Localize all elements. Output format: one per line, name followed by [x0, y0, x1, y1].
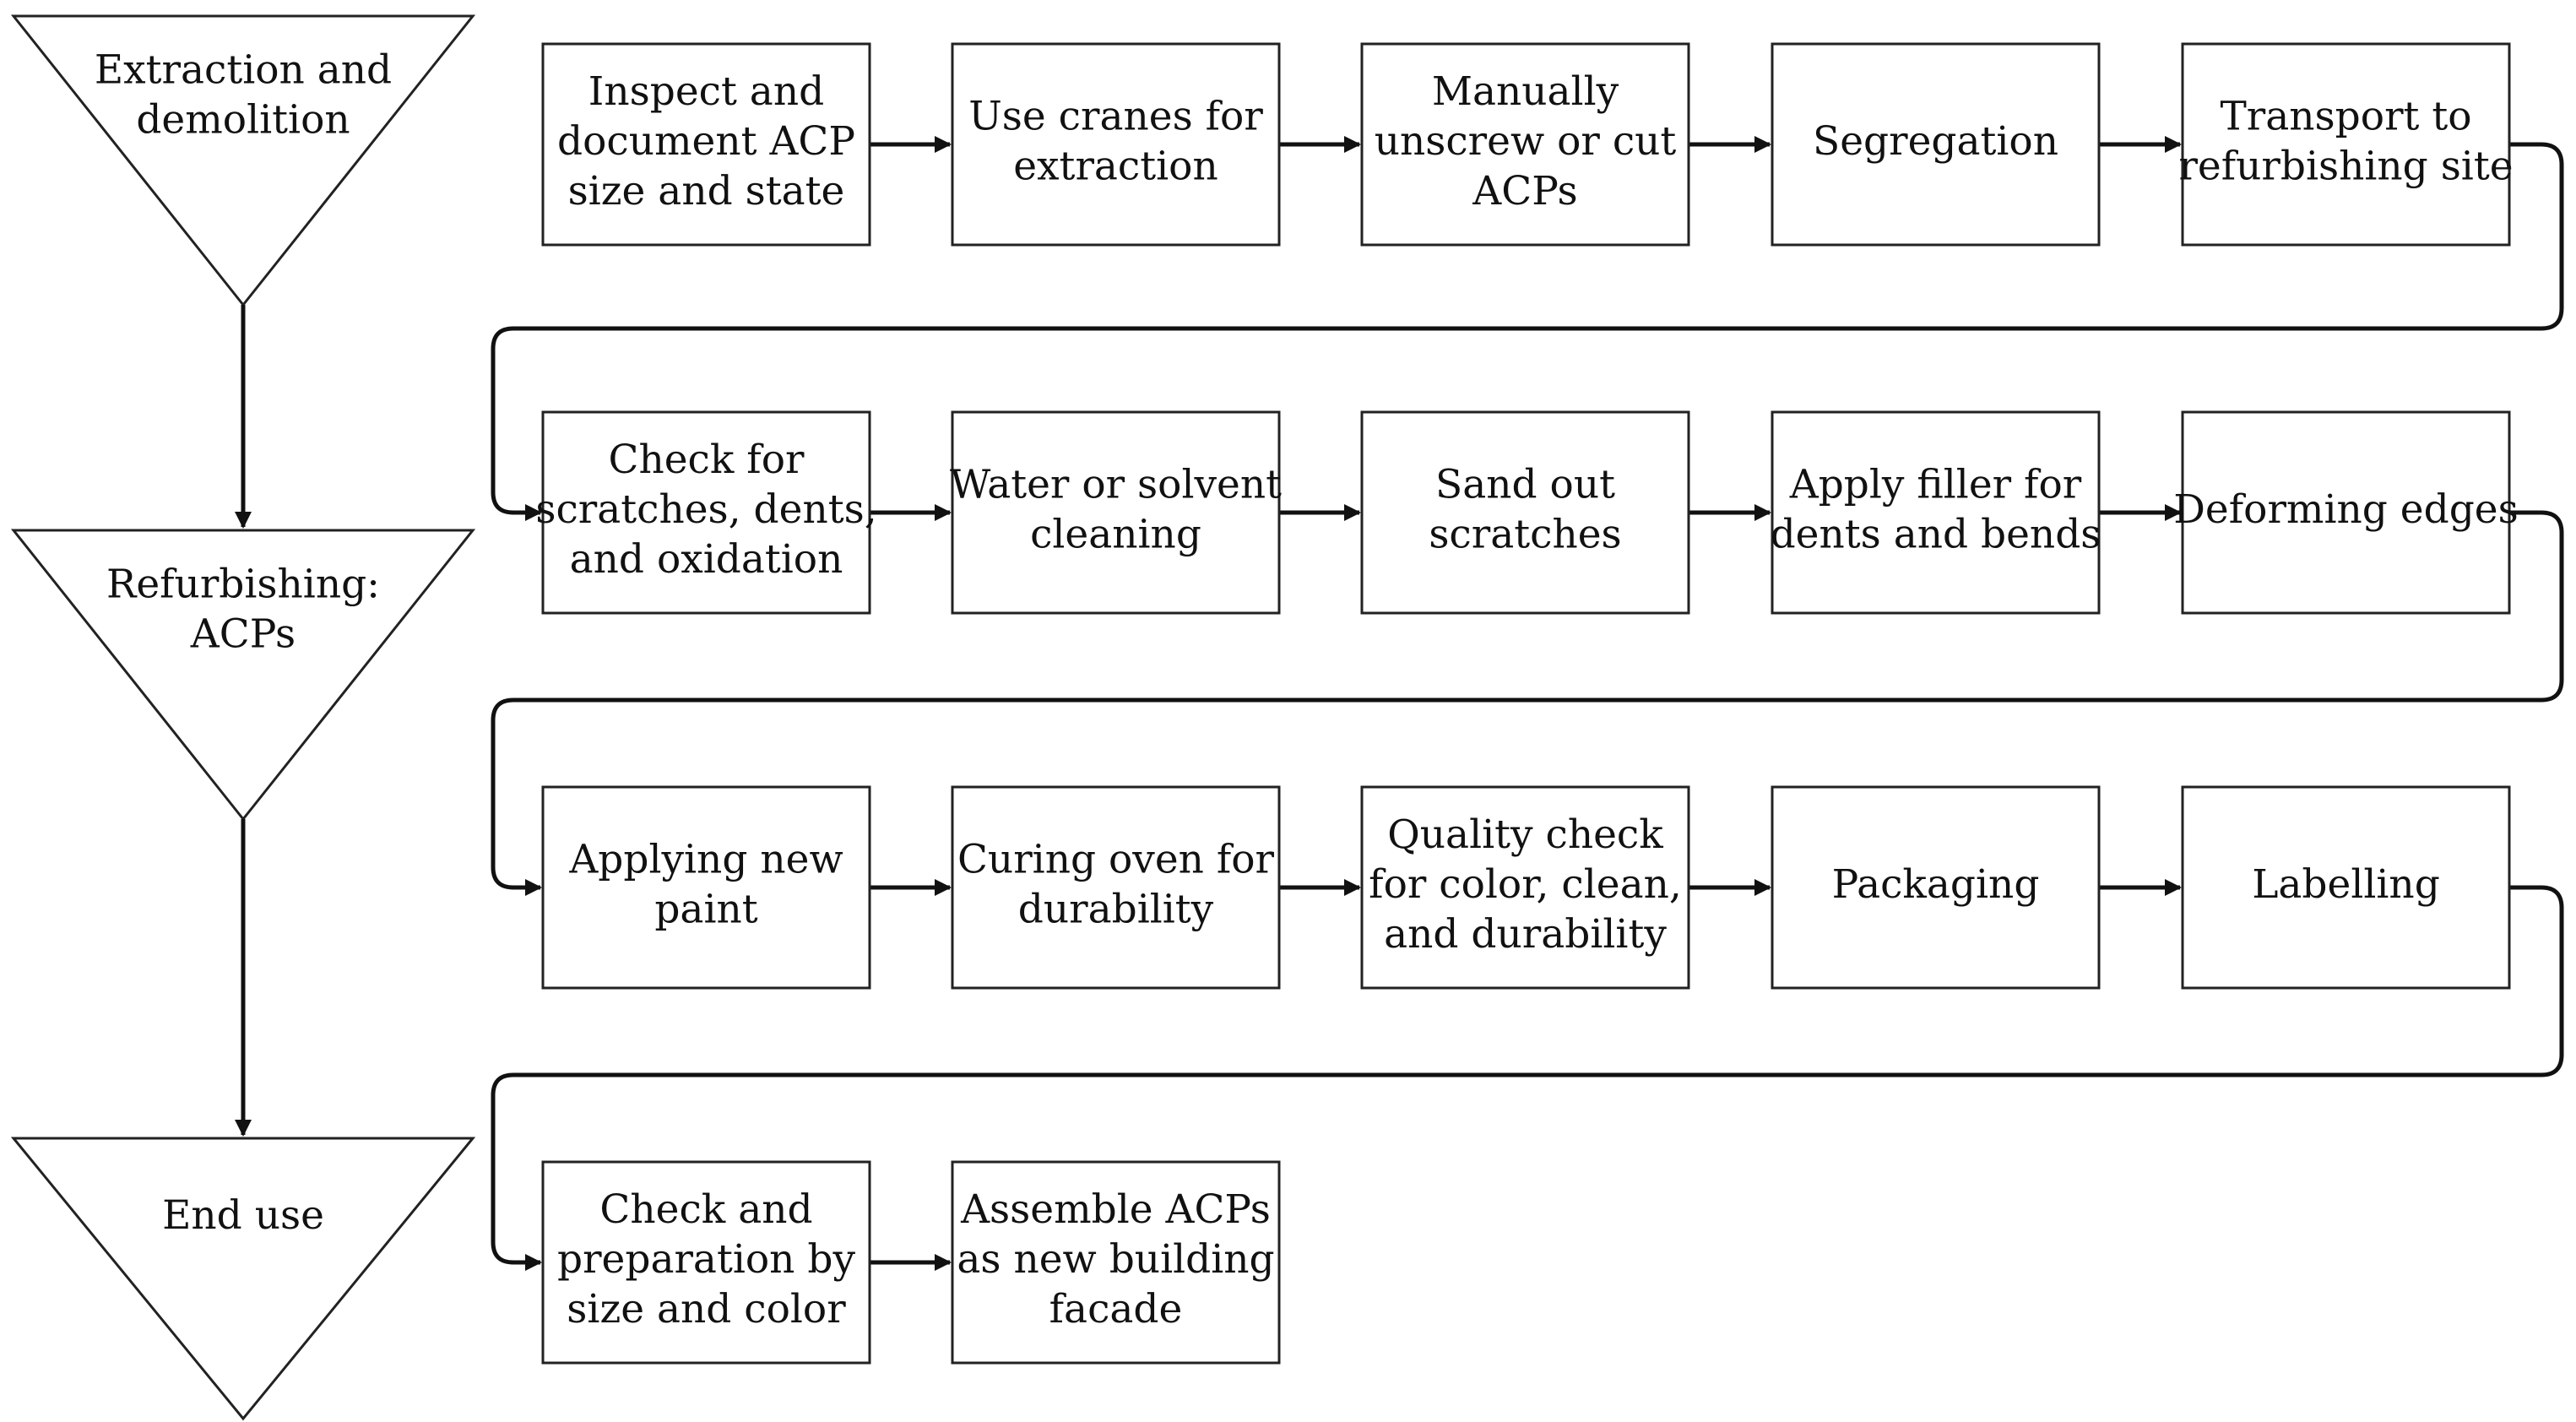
row-wrap-connector	[491, 142, 2564, 521]
step-label-line-2: dents and bends	[1771, 512, 2101, 558]
step-label-line-3: and durability	[1384, 911, 1667, 958]
step-box-frame	[951, 1160, 1281, 1365]
step-box-frame	[1771, 42, 2101, 247]
step-box: Segregation	[1771, 42, 2101, 247]
phase-triangle	[10, 14, 476, 307]
step-label-line-2: as new building	[957, 1236, 1274, 1283]
step-label-line-1: Labelling	[2252, 861, 2440, 908]
step-label-line-1: Applying new	[568, 837, 843, 883]
step-label-line-3: size and color	[567, 1286, 846, 1332]
step-label-line-2: scratches, dents,	[535, 486, 876, 533]
phase-triangle	[10, 1137, 476, 1421]
step-label-line-1: Curing oven for	[957, 837, 1275, 883]
phase-extraction-label-line-2: demolition	[136, 97, 350, 144]
row-wrap-connector	[491, 885, 2564, 1271]
step-label-line-3: facade	[1049, 1286, 1183, 1332]
step-box-frame	[541, 1160, 871, 1365]
phase-extraction-label-line-1: Extraction and	[95, 47, 392, 94]
step-label-line-2: scratches	[1429, 512, 1621, 558]
step-label-line-2: preparation by	[557, 1236, 855, 1283]
step-label-line-2: paint	[654, 887, 757, 933]
step-label-line-2: cleaning	[1030, 512, 1201, 558]
connectors	[491, 136, 2564, 1271]
phase-column: Extraction anddemolitionRefurbishing:ACP…	[10, 14, 476, 1421]
step-label-line-1: Apply filler for	[1789, 462, 2082, 508]
step-box-frame	[2181, 785, 2511, 990]
step-box-frame	[1360, 42, 1690, 247]
step-box: Packaging	[1771, 785, 2101, 990]
step-label-line-2: unscrew or cut	[1375, 118, 1677, 165]
step-box-frame	[1771, 785, 2101, 990]
step-box-frame	[541, 42, 871, 247]
step-box-frame	[951, 785, 1281, 990]
step-label-line-1: Manually	[1432, 68, 1619, 115]
step-label-line-1: Packaging	[1832, 861, 2040, 908]
step-box-frame	[1360, 410, 1690, 615]
step-label-line-1: Inspect and	[588, 68, 824, 115]
step-label-line-1: Segregation	[1813, 118, 2058, 165]
step-label-line-2: extraction	[1013, 144, 1218, 190]
step-label-line-1: Deforming edges	[2173, 486, 2518, 533]
step-label-line-2: refurbishing site	[2178, 144, 2513, 190]
step-box-frame	[541, 410, 871, 615]
step-label-line-1: Quality check	[1387, 811, 1663, 858]
step-box-frame	[2181, 410, 2511, 615]
step-box-frame	[1360, 785, 1690, 990]
step-label-line-1: Sand out	[1435, 462, 1615, 508]
phase-refurbishing-label-line-1: Refurbishing:	[106, 562, 380, 608]
phase-end-use: End use	[10, 1137, 476, 1421]
step-label-line-3: ACPs	[1472, 168, 1577, 214]
step-box-frame	[541, 785, 871, 990]
step-box-frame	[1771, 410, 2101, 615]
step-label-line-1: Assemble ACPs	[960, 1186, 1271, 1233]
step-label-line-1: Water or solvent	[950, 462, 1282, 508]
step-label-line-2: durability	[1018, 887, 1214, 933]
step-label-line-1: Check and	[599, 1186, 812, 1233]
phase-end-use-label-line-1: End use	[162, 1192, 324, 1239]
row-wrap-connector	[491, 510, 2564, 896]
phase-refurbishing: Refurbishing:ACPs	[10, 529, 476, 822]
phase-refurbishing-label-line-2: ACPs	[190, 611, 296, 658]
step-label-line-1: Check for	[609, 437, 805, 483]
step-box: Deforming edges	[2173, 410, 2519, 615]
step-label-line-2: document ACP	[557, 118, 855, 165]
step-label-line-2: for color, clean,	[1369, 861, 1682, 908]
step-box-frame	[951, 410, 1281, 615]
step-label-line-3: size and state	[568, 168, 845, 214]
phase-triangle	[10, 529, 476, 822]
step-box: Labelling	[2181, 785, 2511, 990]
step-box-frame	[2181, 42, 2511, 247]
step-label-line-1: Use cranes for	[968, 94, 1263, 140]
step-label-line-3: and oxidation	[570, 536, 843, 583]
step-label-line-1: Transport to	[2220, 94, 2471, 140]
step-box-frame	[951, 42, 1281, 247]
